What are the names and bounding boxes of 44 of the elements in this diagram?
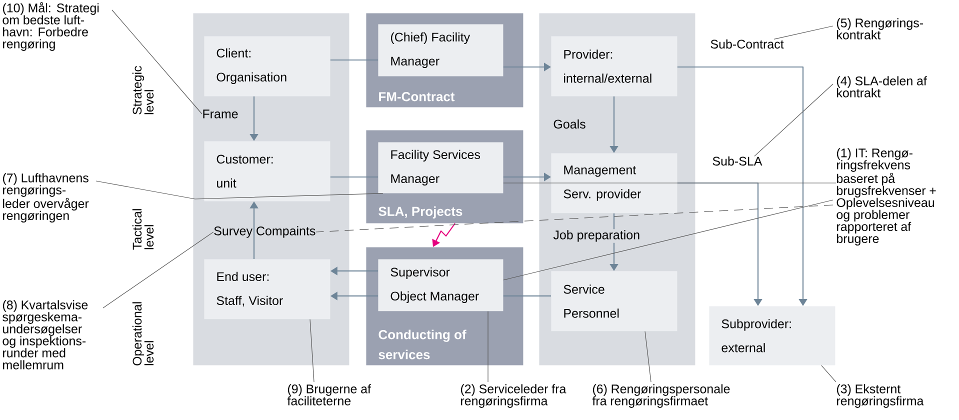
leader-line [96, 180, 384, 200]
flow-label: Survey Compaints [214, 226, 316, 238]
callout-text: (4) SLA-delen af kontrakt [836, 76, 927, 98]
leader-line [102, 232, 214, 308]
role-box: (Chief) Facility Manager [378, 24, 504, 76]
callout-text: (2) Serviceleder fra rengøringsfirma [460, 384, 566, 408]
leader-line [112, 10, 202, 114]
role-box: Provider: internal/external [551, 36, 678, 96]
connector-line [503, 295, 551, 297]
edge-label: Goals [552, 118, 587, 130]
callout-text: (9) Brugerne af faciliteterne [287, 384, 371, 406]
flow-label: Frame [203, 110, 238, 118]
leader-line [503, 182, 836, 184]
callout-text: (10) Mål: Strategi om bedste luft-havn: Forbedre rengøring [2, 2, 99, 51]
role-box: Management Serv. provider [551, 153, 678, 214]
callout-text: (8) Kvartalsvise spørgeskema-undersøgelser og inspektions-runder med mellemrum [2, 300, 88, 370]
flow-label: Sub-SLA [712, 156, 762, 166]
leader-line [316, 204, 834, 232]
connector-line [330, 176, 378, 178]
level-label: Tactical level [132, 209, 154, 250]
leader-line [310, 319, 314, 382]
role-box: End user: Staff, Visitor [204, 259, 330, 320]
callout-text: (7) Lufthavnens rengørings-leder overvåger rengøringen [2, 173, 89, 222]
connector-line [330, 59, 378, 61]
callout-text: (5) Rengørings-kontrakt [836, 18, 923, 40]
role-box: Client: Organisation [204, 36, 330, 96]
role-box: Service Personnel [551, 271, 678, 332]
level-label: Strategic level [132, 66, 154, 114]
leader-line [821, 365, 836, 382]
role-box: Subprovider: external [709, 306, 836, 366]
zigzag-arrow [432, 223, 456, 247]
leader-line [754, 84, 834, 156]
leader-line [774, 26, 834, 40]
role-box: Customer: unit [204, 141, 330, 202]
callout-text: (1) IT: Rengø-ringsfrekvens baseret på brugsfrekvenser + Oplevelsesniveau og problemer rapporteret af brugere [836, 148, 936, 246]
callout-text: (3) Eksternt rengøringsfirma [836, 384, 924, 408]
callout-text: (6) Rengøringspersonale fra rengøringsfirmaet [592, 384, 730, 408]
leader-line [644, 331, 652, 382]
edge-label: Job preparation [552, 229, 642, 243]
flow-label: Sub-Contract [710, 39, 784, 49]
role-box: Facility Services Manager [378, 142, 504, 194]
role-box: Supervisor Object Manager [378, 259, 504, 312]
level-label: Operational level [132, 302, 154, 366]
leader-line [503, 200, 834, 280]
